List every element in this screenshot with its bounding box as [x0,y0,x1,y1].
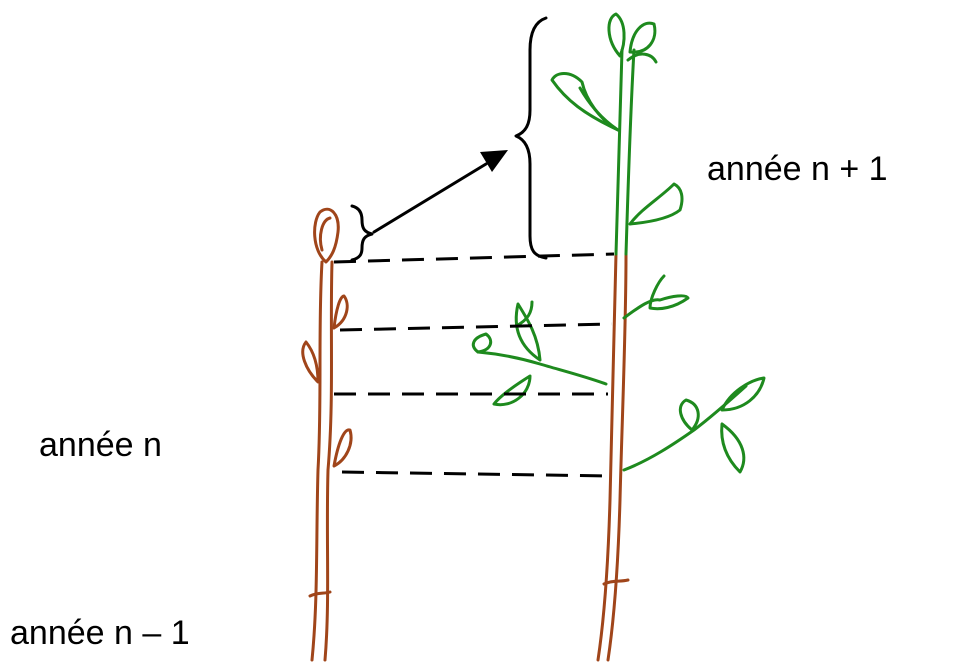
annotation-marks [350,16,548,262]
side-leaf-1b [514,300,534,328]
axillary-bud-1 [332,294,349,330]
large-brace [514,16,548,260]
right-stem-outline-a [596,252,618,662]
arrow-head [480,150,508,172]
label-year-current: année n [39,426,162,464]
terminal-bud-inner [318,216,332,252]
side-leaf-6 [720,422,746,474]
dash-line-1 [333,252,615,264]
dash-line-2 [339,322,613,332]
dash-line-4 [341,470,611,478]
new-shoot-stem-a [614,48,624,256]
side-shoot-left-stem [476,350,608,386]
leaf-upper-left-petiole [578,86,620,132]
left-growth-scar [308,590,332,598]
side-leaf-1 [514,302,542,362]
left-branch [301,207,353,662]
label-year-previous: année n – 1 [10,614,190,652]
label-year-next: année n + 1 [707,150,888,188]
right-branch-old-wood [596,252,630,662]
axillary-bud-3 [332,428,353,468]
apex-leaf-3 [626,52,658,64]
axillary-bud-2 [301,340,320,384]
leaf-junction [622,274,690,320]
apex-leaf-2 [628,21,657,54]
side-leaf-2 [471,332,493,354]
small-brace [350,204,374,262]
side-leaf-3 [492,374,532,407]
side-leaf-5 [720,376,766,412]
right-branch-new-shoot [471,12,766,474]
new-shoot-stem-b [624,48,636,256]
terminal-bud [313,207,340,264]
right-growth-scar [602,578,630,586]
correspondence-lines [333,252,615,478]
leaf-right-upper [628,182,684,226]
left-stem-outline-b [323,260,334,662]
right-stem-outline-b [606,252,628,662]
apex-leaf-1 [607,12,626,58]
arrow-shaft [372,162,488,234]
left-stem-outline-a [310,260,324,662]
side-leaf-4 [678,398,700,432]
